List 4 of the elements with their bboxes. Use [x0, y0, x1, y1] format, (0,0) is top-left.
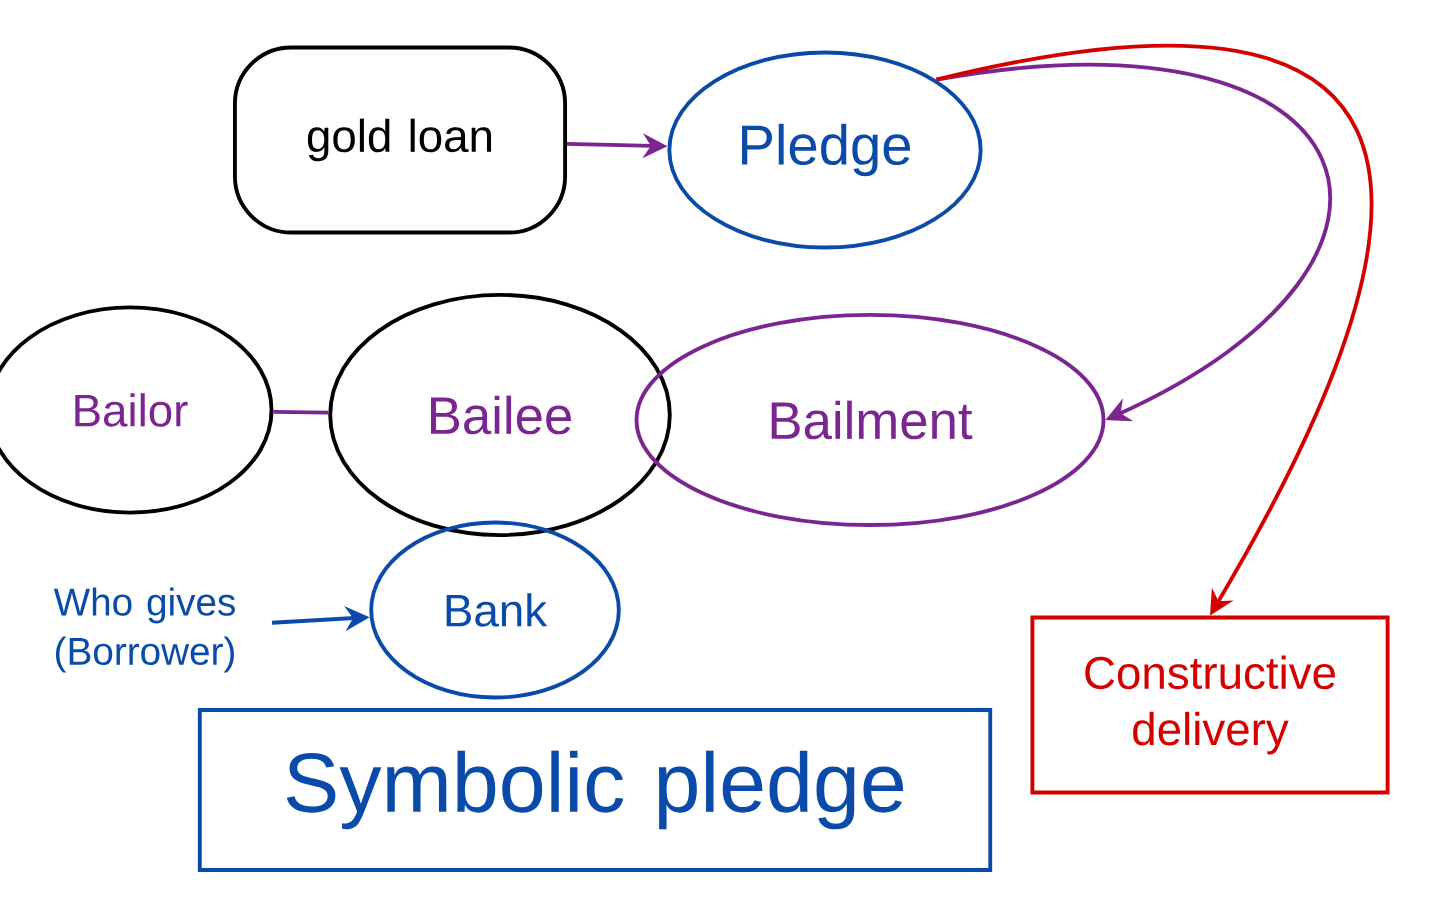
bracket-box: Constructive delivery [1030, 615, 1390, 795]
rounded-box: gold loan [233, 45, 568, 235]
note-text: Who gives (Borrower) [18, 553, 272, 707]
bracket-box: Symbolic pledge [197, 708, 993, 872]
